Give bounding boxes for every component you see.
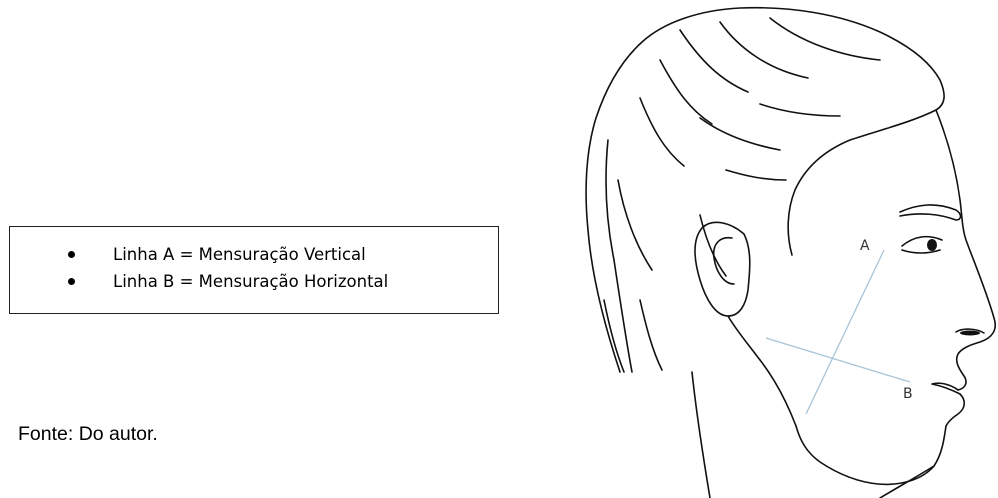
line-a-label: A [860,238,870,254]
line-a [806,250,884,414]
chin [796,426,946,484]
pupil [927,239,937,251]
legend-item-label: Linha A = Mensuração Vertical [113,245,366,264]
legend-item-line-a: Linha A = Mensuração Vertical [10,241,388,268]
nostril-shadow [960,331,980,336]
eyebrow [900,205,961,220]
legend-list: Linha A = Mensuração Vertical Linha B = … [10,241,388,295]
head-profile-figure: A B [575,0,998,498]
lower-lip [946,394,964,426]
neck-back [692,372,710,498]
line-b [766,338,910,382]
upper-lip [932,383,960,394]
bullet-icon [68,251,75,258]
legend-item-line-b: Linha B = Mensuração Horizontal [10,268,388,295]
neck-front [880,466,934,498]
hair-lower-edge [788,110,936,255]
legend-box: Linha A = Mensuração Vertical Linha B = … [9,226,499,314]
line-b-label: B [903,386,913,402]
source-note: Fonte: Do autor. [18,423,158,446]
jaw-line [728,316,796,426]
bullet-icon [68,278,75,285]
legend-item-label: Linha B = Mensuração Horizontal [113,272,388,291]
ear-outline [695,222,750,316]
head-profile-drawing: A B [575,0,998,498]
sideburn [700,215,726,276]
eye-lower-lid [902,250,940,253]
face-profile [936,110,995,390]
